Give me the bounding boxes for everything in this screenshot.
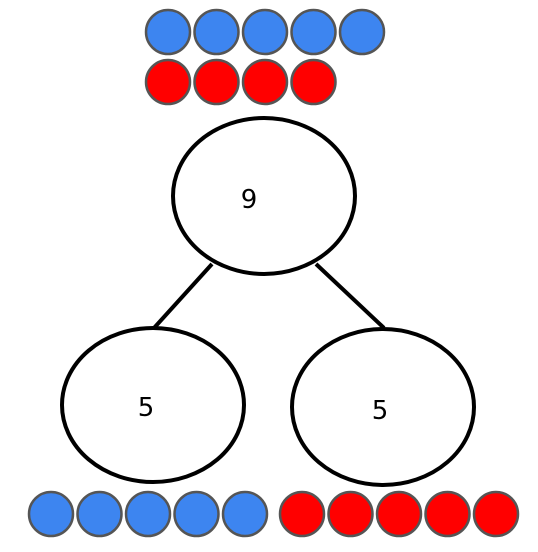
red-counter-4: [424, 490, 471, 538]
left-part-node: [60, 326, 246, 484]
blue-counter-2: [193, 8, 240, 56]
bottom-red-counter-row: [278, 490, 520, 538]
red-counter-1: [144, 58, 192, 106]
top-red-counter-row: [144, 58, 337, 106]
connector-left: [152, 262, 214, 330]
red-counter-2: [193, 58, 240, 106]
blue-counter-1: [27, 490, 75, 538]
blue-counter-3: [241, 8, 289, 56]
right-part-value: 5: [372, 396, 389, 426]
top-blue-counter-row: [144, 8, 386, 56]
red-counter-1: [278, 490, 326, 538]
left-part-value: 5: [138, 393, 155, 423]
red-counter-5: [472, 490, 520, 538]
blue-counter-4: [173, 490, 220, 538]
right-part-node: [290, 327, 476, 487]
bottom-blue-counter-row: [27, 490, 269, 538]
connector-right: [314, 262, 386, 330]
red-counter-3: [375, 490, 423, 538]
red-counter-4: [290, 58, 337, 106]
blue-counter-5: [221, 490, 269, 538]
blue-counter-1: [144, 8, 192, 56]
whole-node: [171, 116, 357, 276]
blue-counter-4: [290, 8, 337, 56]
blue-counter-3: [124, 490, 172, 538]
red-counter-2: [327, 490, 374, 538]
blue-counter-2: [76, 490, 123, 538]
red-counter-3: [241, 58, 289, 106]
blue-counter-5: [338, 8, 386, 56]
whole-node-value: 9: [241, 185, 258, 215]
